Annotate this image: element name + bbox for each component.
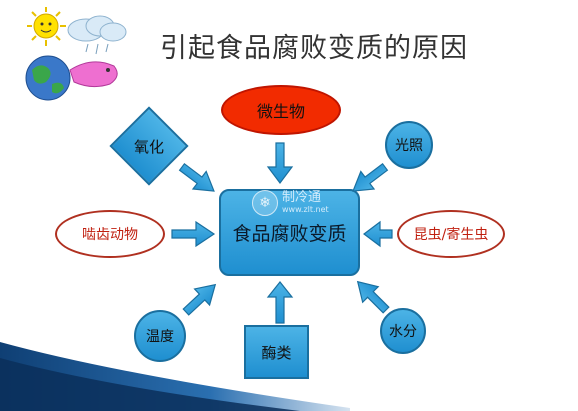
decorative-swoosh [0, 342, 350, 411]
watermark-name: 制冷通 [282, 190, 322, 205]
watermark-url: www.zlt.net [282, 205, 329, 214]
factor-moisture-label: 水分 [389, 324, 417, 340]
factor-light: 光照 [385, 121, 433, 169]
factor-microorganisms-label: 微生物 [256, 102, 305, 121]
factor-temperature: 温度 [134, 310, 186, 362]
factor-enzymes-label: 酶类 [261, 343, 292, 362]
center-node-food-spoilage: 食品腐败变质 [219, 189, 360, 276]
watermark: ❄ 制冷通 www.zlt.net [252, 190, 329, 216]
arrow-from-rodents [171, 220, 216, 248]
factor-microorganisms: 微生物 [221, 85, 341, 135]
arrow-from-microorganisms [266, 142, 294, 184]
factor-moisture: 水分 [380, 308, 426, 354]
arrow-from-insects [363, 220, 393, 248]
weather-clipart-icon [25, 7, 127, 101]
arrow-from-light [352, 162, 389, 192]
factor-insects-label: 昆虫/寄生虫 [413, 227, 489, 243]
snowflake-icon: ❄ [252, 190, 278, 216]
slide-title: 引起食品腐败变质的原因 [160, 33, 468, 64]
factor-enzymes: 酶类 [244, 325, 309, 379]
factor-rodents-label: 啮齿动物 [82, 227, 138, 243]
cloud-icon [67, 15, 127, 55]
factor-temperature-label: 温度 [146, 329, 174, 345]
factor-rodents: 啮齿动物 [55, 210, 165, 258]
arrow-from-enzymes [266, 281, 294, 324]
factor-insects-parasites: 昆虫/寄生虫 [397, 210, 505, 258]
sun-icon [27, 7, 66, 46]
arrow-from-moisture [356, 280, 390, 314]
factor-oxidation-label: 氧化 [133, 137, 164, 156]
center-node-label: 食品腐败变质 [232, 223, 347, 245]
earth-icon [25, 55, 71, 101]
factor-light-label: 光照 [395, 138, 423, 154]
wind-icon [69, 61, 118, 88]
arrow-from-temperature [182, 283, 217, 316]
arrow-from-oxidation [178, 162, 215, 192]
